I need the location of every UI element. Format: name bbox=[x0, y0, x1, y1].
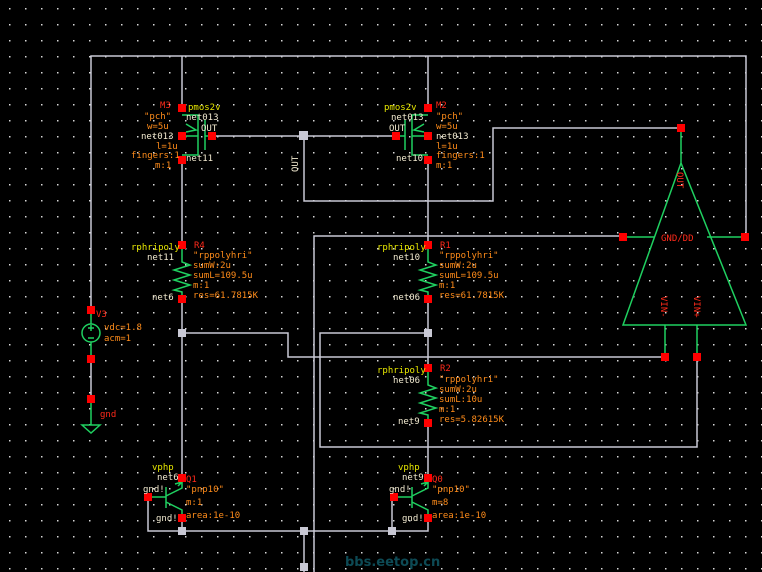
r2-net-bottom: net9 bbox=[398, 417, 420, 427]
r4-net-bottom: net6 bbox=[152, 293, 174, 303]
wire-top-rail[interactable] bbox=[90, 55, 747, 310]
q0-model: "pnp10" bbox=[432, 485, 470, 495]
q0-m: m=8 bbox=[432, 498, 448, 508]
r4-suml: sumL=109.5u bbox=[193, 271, 253, 281]
r1-model: "rppolyhri" bbox=[439, 251, 499, 261]
m2-w: w=5u bbox=[436, 122, 458, 132]
q1-m: m:1 bbox=[186, 498, 202, 508]
r2-res: res=5.82615K bbox=[439, 415, 505, 425]
r2-m: m:1 bbox=[439, 405, 455, 415]
m2-cell: pmos2v bbox=[384, 103, 417, 113]
r2-model: "rppolyhri" bbox=[439, 375, 499, 385]
r1-net-bottom: net06 bbox=[393, 293, 420, 303]
m3-net-gate: OUT bbox=[201, 124, 218, 134]
m2-name: M2 bbox=[436, 101, 447, 111]
gnd-label: gnd bbox=[100, 410, 116, 420]
r1-name: R1 bbox=[440, 241, 451, 251]
r2-cell: rphripoly bbox=[377, 366, 426, 376]
r1-res: res=61.7815K bbox=[439, 291, 505, 301]
bjt-q0[interactable]: vphp net9 Q0 gnd! "pnp10" m=8 gnd! area:… bbox=[389, 463, 486, 524]
r1-suml: sumL=109.5u bbox=[439, 271, 499, 281]
wire-vin-plus[interactable] bbox=[319, 332, 698, 448]
r4-cell: rphripoly bbox=[131, 243, 180, 253]
r1-m: m:1 bbox=[439, 281, 455, 291]
m2-m: m:1 bbox=[436, 161, 452, 171]
v3-vdc: vdc=1.8 bbox=[104, 323, 142, 333]
opamp[interactable]: OUT GND/DD VIN- VIN+ bbox=[619, 124, 749, 361]
wires[interactable] bbox=[90, 55, 747, 572]
watermark: bbs.eetop.cn bbox=[345, 555, 440, 570]
r4-net-top: net11 bbox=[147, 253, 174, 263]
m2-l: l=1u bbox=[436, 142, 458, 152]
r2-sumw: sumW:2u bbox=[439, 385, 477, 395]
out-wire-label: OUT bbox=[291, 155, 301, 172]
r1-net-top: net10 bbox=[393, 253, 420, 263]
v3-name: V3 bbox=[96, 310, 107, 320]
q0-net-base: gnd! bbox=[389, 485, 411, 495]
m2-fingers: fingers:1 bbox=[436, 151, 485, 161]
r4-sumw: sumW:2u bbox=[193, 261, 231, 271]
m2-net-drain: net10 bbox=[396, 154, 423, 164]
q0-net-emitter: net9 bbox=[402, 473, 424, 483]
r1-cell: rphripoly bbox=[377, 243, 426, 253]
opamp-vin-plus-label: VIN+ bbox=[691, 296, 701, 318]
m2-net-source: net013 bbox=[391, 113, 424, 123]
v3-acm: acm=1 bbox=[104, 334, 131, 344]
q0-area: area:1e-10 bbox=[432, 511, 486, 521]
r2-net-top: net06 bbox=[393, 376, 420, 386]
m2-model: "pch" bbox=[436, 112, 463, 122]
resistor-r2[interactable]: rphripoly R2 "rppolyhri" net06 sumW:2u s… bbox=[377, 364, 505, 427]
q0-name: Q0 bbox=[432, 475, 443, 485]
m3-net-source: net013 bbox=[186, 113, 219, 123]
r2-suml: sumL:10u bbox=[439, 395, 482, 405]
r4-m: m:1 bbox=[193, 281, 209, 291]
resistor-r4[interactable]: rphripoly R4 "rppolyhri" net11 sumW:2u s… bbox=[131, 241, 259, 303]
q1-model: "pnp10" bbox=[186, 485, 224, 495]
r4-name: R4 bbox=[194, 241, 205, 251]
q1-cell: vphp bbox=[152, 463, 174, 473]
m2-net-bulk: net013 bbox=[436, 132, 469, 142]
q1-net-base: gnd! bbox=[143, 485, 165, 495]
r4-res: res=61.7815K bbox=[193, 291, 259, 301]
m3-m: m:1 bbox=[155, 161, 171, 171]
wire-gnd-supply[interactable] bbox=[313, 235, 623, 572]
r4-model: "rppolyhri" bbox=[193, 251, 253, 261]
m3-net-drain: net11 bbox=[186, 154, 213, 164]
q1-net-collector: gnd! bbox=[156, 514, 178, 524]
transistor-m3[interactable]: M3 pmos2v "pch" net013 w=5u OUT net013 l… bbox=[131, 101, 221, 171]
resistor-r1[interactable]: rphripoly R1 "rppolyhri" net10 sumW:2u s… bbox=[377, 241, 505, 303]
m3-fingers: fingers:1 bbox=[131, 151, 180, 161]
m3-model: "pch" bbox=[144, 112, 171, 122]
wire-vin-minus[interactable] bbox=[182, 332, 665, 358]
q1-name: Q1 bbox=[186, 475, 197, 485]
m3-name: M3 bbox=[160, 101, 171, 111]
opamp-supply-label: GND/DD bbox=[661, 234, 694, 244]
transistor-m2[interactable]: pmos2v M2 net013 "pch" OUT w=5u net013 l… bbox=[384, 101, 485, 171]
m2-net-gate: OUT bbox=[389, 124, 406, 134]
m3-l: l=1u bbox=[156, 142, 178, 152]
q0-net-collector: gnd! bbox=[402, 514, 424, 524]
r1-sumw: sumW:2u bbox=[439, 261, 477, 271]
wire-out-feedback[interactable] bbox=[303, 127, 681, 202]
wire-q1-gnd[interactable] bbox=[147, 493, 429, 532]
r2-name: R2 bbox=[440, 364, 451, 374]
m3-w: w=5u bbox=[147, 122, 169, 132]
bjt-q1[interactable]: vphp net6 Q1 gnd! "pnp10" m:1 gnd! area:… bbox=[143, 463, 240, 524]
q1-area: area:1e-10 bbox=[186, 511, 240, 521]
q0-cell: vphp bbox=[398, 463, 420, 473]
opamp-vin-minus-label: VIN- bbox=[658, 296, 668, 318]
junctions bbox=[178, 131, 432, 571]
voltage-source-v3[interactable]: V3 vdc=1.8 acm=1 bbox=[81, 306, 142, 363]
m3-cell: pmos2v bbox=[188, 103, 221, 113]
m3-net-bulk: net013 bbox=[141, 132, 174, 142]
opamp-out-label: OUT bbox=[674, 172, 684, 189]
ground-gnd[interactable]: gnd bbox=[80, 395, 116, 435]
q1-net-emitter: net6 bbox=[157, 473, 179, 483]
